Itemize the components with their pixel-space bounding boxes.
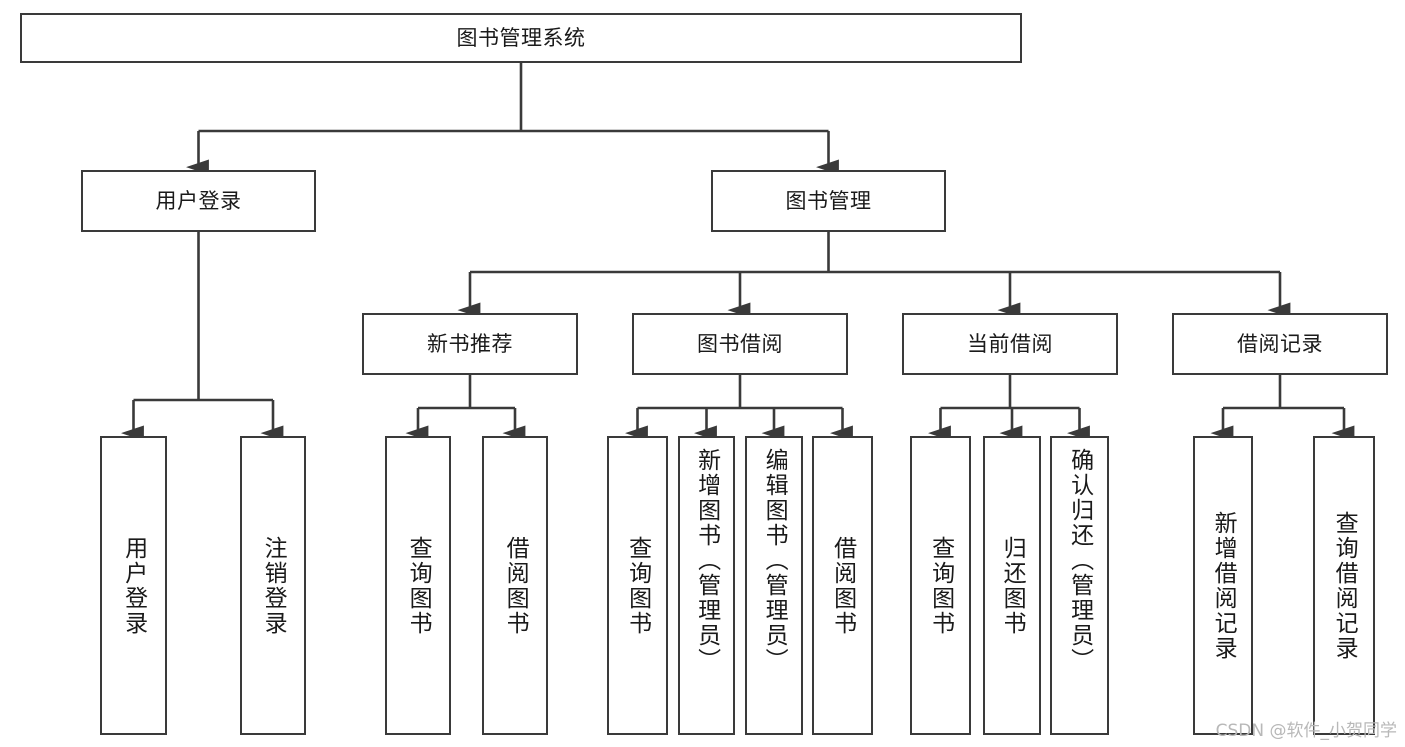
leaf-edit-book[interactable]: 编辑图书（管理员）: [745, 436, 803, 735]
node-borrow-record-label: 借阅记录: [1237, 331, 1323, 356]
leaf-query-book-recommend-label: 查询图书: [405, 535, 432, 636]
node-new-book-recommend-label: 新书推荐: [427, 331, 513, 356]
leaf-query-book-recommend[interactable]: 查询图书: [385, 436, 451, 735]
node-book-manage[interactable]: 图书管理: [711, 170, 946, 232]
node-book-borrow[interactable]: 图书借阅: [632, 313, 848, 375]
leaf-borrow-book-label: 借阅图书: [829, 535, 856, 636]
node-root-label: 图书管理系统: [456, 25, 586, 50]
leaf-logout-label: 注销登录: [260, 535, 287, 636]
leaf-query-borrow-record[interactable]: 查询借阅记录: [1313, 436, 1375, 735]
watermark: CSDN @软件_小贺同学: [1215, 721, 1397, 741]
leaf-user-login-label: 用户登录: [120, 535, 147, 636]
leaf-logout[interactable]: 注销登录: [240, 436, 306, 735]
leaf-query-book-current[interactable]: 查询图书: [910, 436, 971, 735]
leaf-user-login[interactable]: 用户登录: [100, 436, 167, 735]
leaf-query-borrow-record-label: 查询借阅记录: [1331, 510, 1358, 661]
node-user-login[interactable]: 用户登录: [81, 170, 316, 232]
node-root[interactable]: 图书管理系统: [20, 13, 1022, 63]
leaf-return-book-label: 归还图书: [999, 535, 1026, 636]
leaf-add-borrow-record[interactable]: 新增借阅记录: [1193, 436, 1253, 735]
leaf-edit-book-label: 编辑图书（管理员）: [761, 448, 788, 673]
leaf-return-book[interactable]: 归还图书: [983, 436, 1041, 735]
leaf-query-book-current-label: 查询图书: [927, 535, 954, 636]
leaf-confirm-return-label: 确认归还（管理员）: [1066, 448, 1093, 673]
node-borrow-record[interactable]: 借阅记录: [1172, 313, 1388, 375]
leaf-borrow-book[interactable]: 借阅图书: [812, 436, 873, 735]
node-current-borrow[interactable]: 当前借阅: [902, 313, 1118, 375]
node-new-book-recommend[interactable]: 新书推荐: [362, 313, 578, 375]
leaf-query-book-borrow-label: 查询图书: [624, 535, 651, 636]
leaf-borrow-book-recommend[interactable]: 借阅图书: [482, 436, 548, 735]
node-book-borrow-label: 图书借阅: [697, 331, 783, 356]
node-current-borrow-label: 当前借阅: [967, 331, 1053, 356]
leaf-confirm-return[interactable]: 确认归还（管理员）: [1050, 436, 1109, 735]
node-book-manage-label: 图书管理: [785, 188, 872, 213]
leaf-borrow-book-recommend-label: 借阅图书: [502, 535, 529, 636]
leaf-add-book[interactable]: 新增图书（管理员）: [678, 436, 735, 735]
leaf-add-borrow-record-label: 新增借阅记录: [1210, 510, 1237, 661]
leaf-query-book-borrow[interactable]: 查询图书: [607, 436, 668, 735]
leaf-add-book-label: 新增图书（管理员）: [693, 448, 720, 673]
node-user-login-label: 用户登录: [155, 188, 242, 213]
